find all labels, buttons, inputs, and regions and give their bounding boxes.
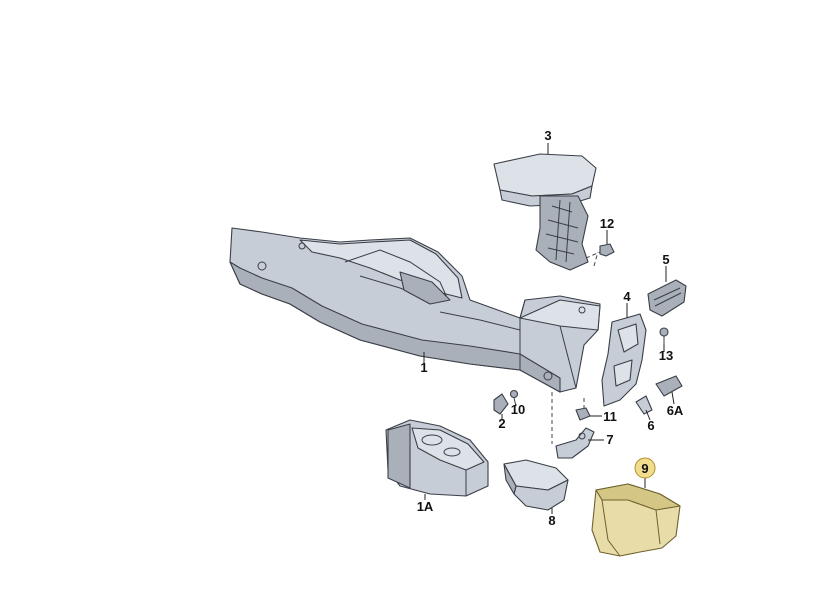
label-9: 9 bbox=[641, 461, 648, 476]
label-1a: 1A bbox=[417, 499, 434, 514]
label-4: 4 bbox=[623, 289, 631, 304]
part-6a-switch bbox=[655, 375, 683, 397]
label-3: 3 bbox=[544, 128, 551, 143]
label-10: 10 bbox=[511, 402, 525, 417]
part-12-nut bbox=[585, 243, 615, 259]
part-6-clip bbox=[635, 395, 653, 415]
part-1a-cupholder bbox=[385, 419, 489, 497]
label-5: 5 bbox=[662, 252, 669, 267]
part-1-center-console bbox=[229, 227, 601, 393]
part-8-tray bbox=[503, 459, 569, 511]
label-7: 7 bbox=[606, 432, 613, 447]
part-2-cap bbox=[493, 393, 509, 415]
label-6a: 6A bbox=[667, 403, 684, 418]
assembly-lines bbox=[551, 251, 599, 444]
part-9-insert bbox=[591, 483, 681, 557]
part-3-armrest bbox=[493, 153, 597, 271]
label-11: 11 bbox=[603, 409, 617, 424]
label-13: 13 bbox=[659, 348, 673, 363]
part-13-screw bbox=[659, 327, 669, 344]
part-5-switch bbox=[647, 279, 687, 317]
label-2: 2 bbox=[498, 416, 505, 431]
part-7-bracket bbox=[555, 427, 595, 459]
leader-lines bbox=[423, 143, 675, 514]
callout-labels: 3 12 5 4 13 1 10 2 11 6A 6 7 9 1A 8 bbox=[417, 128, 684, 528]
label-9-highlight bbox=[634, 457, 656, 479]
part-4-bracket bbox=[601, 313, 647, 407]
part-11-nut bbox=[575, 407, 591, 421]
label-8: 8 bbox=[548, 513, 555, 528]
label-1: 1 bbox=[420, 360, 427, 375]
label-12: 12 bbox=[600, 216, 614, 231]
label-6: 6 bbox=[647, 418, 654, 433]
